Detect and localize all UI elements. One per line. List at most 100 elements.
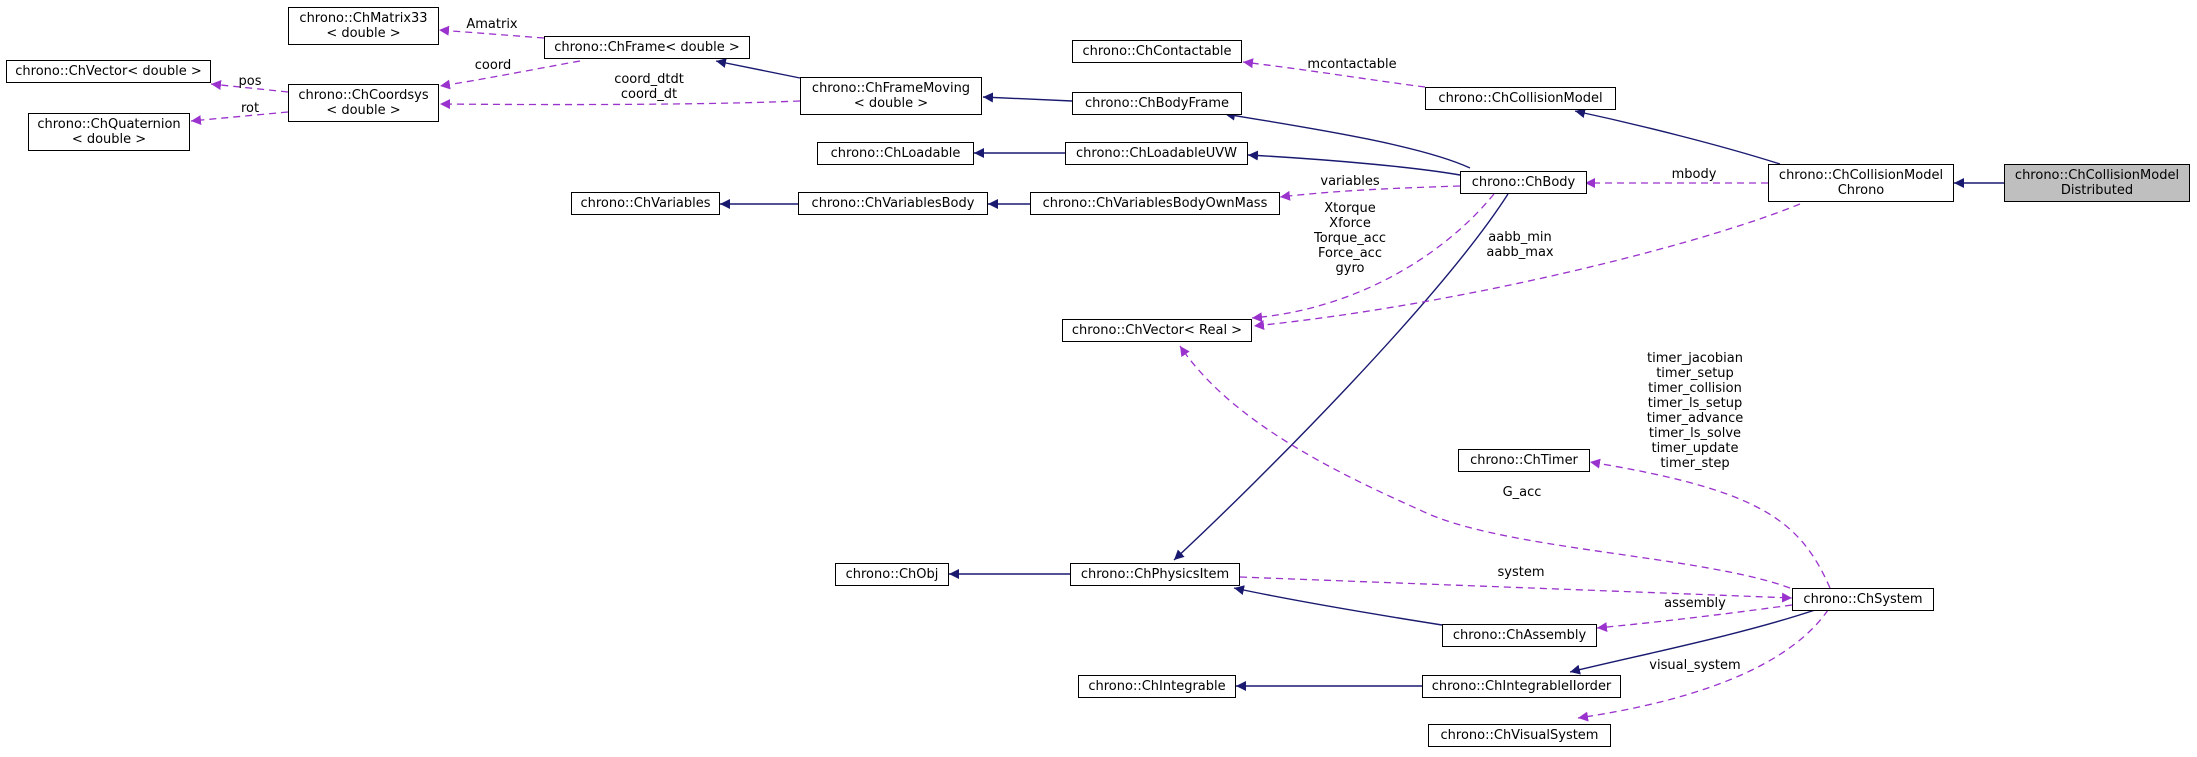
edge-body-to-loadableuvw xyxy=(1247,150,1461,176)
edge-coordsys-to-framemoving-coord-dt xyxy=(439,99,801,110)
node-chcollisionmodel-distributed[interactable]: chrono::ChCollisionModel Distributed xyxy=(2004,164,2190,202)
edge-bodyframe-to-framemoving xyxy=(982,92,1073,103)
node-chcoordsys[interactable]: chrono::ChCoordsys < double > xyxy=(288,84,439,122)
node-chvariablesbodyownmass-line1: chrono::ChVariablesBodyOwnMass xyxy=(1042,196,1268,211)
node-chintegrable[interactable]: chrono::ChIntegrable xyxy=(1078,675,1236,698)
edge-label-timers-line1: timer_jacobian xyxy=(1647,351,1743,366)
node-chloadableuvw-line1: chrono::ChLoadableUVW xyxy=(1076,146,1237,161)
node-chvector-double[interactable]: chrono::ChVector< double > xyxy=(6,60,211,83)
node-chcollisionmodel-chrono-line1: chrono::ChCollisionModel xyxy=(1778,168,1944,183)
edge-label-timers: timer_jacobian timer_setup timer_collisi… xyxy=(1647,351,1743,471)
node-chvariablesbody[interactable]: chrono::ChVariablesBody xyxy=(798,192,988,215)
node-chloadableuvw[interactable]: chrono::ChLoadableUVW xyxy=(1065,142,1248,165)
edge-label-mbody: mbody xyxy=(1672,167,1717,182)
edge-timer-to-system xyxy=(1589,458,1831,589)
edge-label-coord: coord xyxy=(475,58,511,73)
node-chcoordsys-line2: < double > xyxy=(326,103,401,118)
node-chcollisionmodel-chrono-line2: Chrono xyxy=(1837,183,1885,198)
node-chassembly[interactable]: chrono::ChAssembly xyxy=(1442,624,1597,647)
edge-label-coord-dt-line1: coord_dtdt xyxy=(614,72,684,87)
node-chmatrix33[interactable]: chrono::ChMatrix33 < double > xyxy=(288,7,439,45)
node-chassembly-line1: chrono::ChAssembly xyxy=(1452,628,1587,643)
node-chcollisionmodel-distributed-line1: chrono::ChCollisionModel xyxy=(2014,168,2180,183)
node-chbodyframe[interactable]: chrono::ChBodyFrame xyxy=(1072,92,1242,115)
node-chintegrableiiorder-line1: chrono::ChIntegrableIIorder xyxy=(1431,679,1612,694)
node-chcoordsys-line1: chrono::ChCoordsys xyxy=(298,88,429,103)
node-chvector-real[interactable]: chrono::ChVector< Real > xyxy=(1062,319,1252,342)
edge-label-coord-dt-line2: coord_dt xyxy=(620,87,678,102)
node-chvisualsystem[interactable]: chrono::ChVisualSystem xyxy=(1428,724,1611,747)
node-chvector-double-line1: chrono::ChVector< double > xyxy=(15,64,202,79)
node-chobj[interactable]: chrono::ChObj xyxy=(835,563,949,586)
edge-label-coord-line1: coord xyxy=(474,58,512,73)
edge-label-g-acc-line1: G_acc xyxy=(1502,485,1542,500)
edge-label-visual-system-line1: visual_system xyxy=(1649,658,1741,673)
edge-coordsys-to-chframe-coord xyxy=(439,60,581,90)
edge-matrix33-to-chframe-amatrix xyxy=(438,25,545,39)
node-chloadable[interactable]: chrono::ChLoadable xyxy=(817,142,974,165)
edge-quaternion-to-coordsys-rot xyxy=(190,111,289,126)
edge-label-coord-dt: coord_dtdt coord_dt xyxy=(614,72,684,102)
node-chintegrable-line1: chrono::ChIntegrable xyxy=(1088,679,1226,694)
node-chframe-line1: chrono::ChFrame< double > xyxy=(554,40,740,55)
edge-label-body-vectors-line5: gyro xyxy=(1335,261,1365,276)
node-chmatrix33-line1: chrono::ChMatrix33 xyxy=(299,11,428,26)
edge-label-system-line1: system xyxy=(1497,565,1545,580)
edge-system-to-integrableiiorder xyxy=(1569,609,1816,675)
edge-cmchrono-to-collisionmodel xyxy=(1574,108,1781,165)
edge-vectorreal-to-system-gacc xyxy=(1179,345,1791,589)
edge-framemoving-to-chframe xyxy=(715,58,801,79)
edge-label-pos-line1: pos xyxy=(238,74,262,89)
node-chvector-real-line1: chrono::ChVector< Real > xyxy=(1071,323,1243,338)
edge-assembly-to-physicsitem xyxy=(1233,585,1443,626)
edge-label-mbody-line1: mbody xyxy=(1671,167,1717,182)
edge-label-aabb-line2: aabb_max xyxy=(1486,245,1554,260)
edge-label-visual-system: visual_system xyxy=(1649,658,1740,673)
node-chcollisionmodel-chrono[interactable]: chrono::ChCollisionModel Chrono xyxy=(1768,164,1954,202)
node-chloadable-line1: chrono::ChLoadable xyxy=(830,146,961,161)
edge-label-mcontactable: mcontactable xyxy=(1307,57,1396,72)
node-chquaternion-line1: chrono::ChQuaternion xyxy=(37,117,181,132)
edge-contactable-to-collisionmodel-mcontactable xyxy=(1242,58,1426,88)
edge-physicsitem-to-system xyxy=(1239,576,1793,603)
node-chintegrableiiorder[interactable]: chrono::ChIntegrableIIorder xyxy=(1422,675,1621,698)
node-chsystem[interactable]: chrono::ChSystem xyxy=(1792,588,1934,611)
node-chvariablesbody-line1: chrono::ChVariablesBody xyxy=(811,196,975,211)
edge-label-assembly: assembly xyxy=(1664,596,1726,611)
edge-varbodyownmass-to-body-variables xyxy=(1279,185,1461,201)
node-chvariables[interactable]: chrono::ChVariables xyxy=(571,192,720,215)
edge-label-rot-line1: rot xyxy=(240,101,260,116)
edge-label-timers-line5: timer_advance xyxy=(1646,411,1744,426)
edge-label-timers-line2: timer_setup xyxy=(1656,366,1734,381)
node-chphysicsitem[interactable]: chrono::ChPhysicsItem xyxy=(1070,563,1240,586)
edge-label-aabb-line1: aabb_min xyxy=(1488,230,1552,245)
edge-label-assembly-line1: assembly xyxy=(1664,596,1726,611)
node-chvariablesbodyownmass[interactable]: chrono::ChVariablesBodyOwnMass xyxy=(1030,192,1280,215)
node-chframe[interactable]: chrono::ChFrame< double > xyxy=(544,36,750,59)
node-chquaternion[interactable]: chrono::ChQuaternion < double > xyxy=(28,113,190,151)
edge-label-variables-line1: variables xyxy=(1320,174,1380,189)
edge-label-amatrix: Amatrix xyxy=(466,17,517,32)
edge-label-g-acc: G_acc xyxy=(1503,485,1542,500)
node-chquaternion-line2: < double > xyxy=(71,132,147,147)
edge-label-body-vectors-line2: Xforce xyxy=(1329,216,1371,231)
edge-label-body-vectors: Xtorque Xforce Torque_acc Force_acc gyro xyxy=(1314,201,1386,276)
node-chcollisionmodel-distributed-line2: Distributed xyxy=(2060,183,2134,198)
edge-label-body-vectors-line4: Force_acc xyxy=(1318,246,1382,261)
node-chbody[interactable]: chrono::ChBody xyxy=(1460,171,1587,194)
node-chcontactable[interactable]: chrono::ChContactable xyxy=(1072,40,1242,63)
node-chframemoving[interactable]: chrono::ChFrameMoving < double > xyxy=(800,77,982,115)
node-chtimer[interactable]: chrono::ChTimer xyxy=(1458,449,1590,472)
node-chframemoving-line2: < double > xyxy=(853,96,929,111)
edge-vectorreal-to-body xyxy=(1251,193,1495,323)
edge-visualsystem-to-system xyxy=(1577,609,1829,722)
edge-label-mcontactable-line1: mcontactable xyxy=(1307,57,1397,72)
edge-label-pos: pos xyxy=(239,74,262,89)
node-chcontactable-line1: chrono::ChContactable xyxy=(1082,44,1232,59)
node-chsystem-line1: chrono::ChSystem xyxy=(1803,592,1923,607)
node-chcollisionmodel[interactable]: chrono::ChCollisionModel xyxy=(1425,87,1616,110)
edge-label-rot: rot xyxy=(241,101,259,116)
node-chbody-line1: chrono::ChBody xyxy=(1471,175,1576,190)
edge-vectorreal-to-cmchrono-aabb xyxy=(1253,203,1801,330)
